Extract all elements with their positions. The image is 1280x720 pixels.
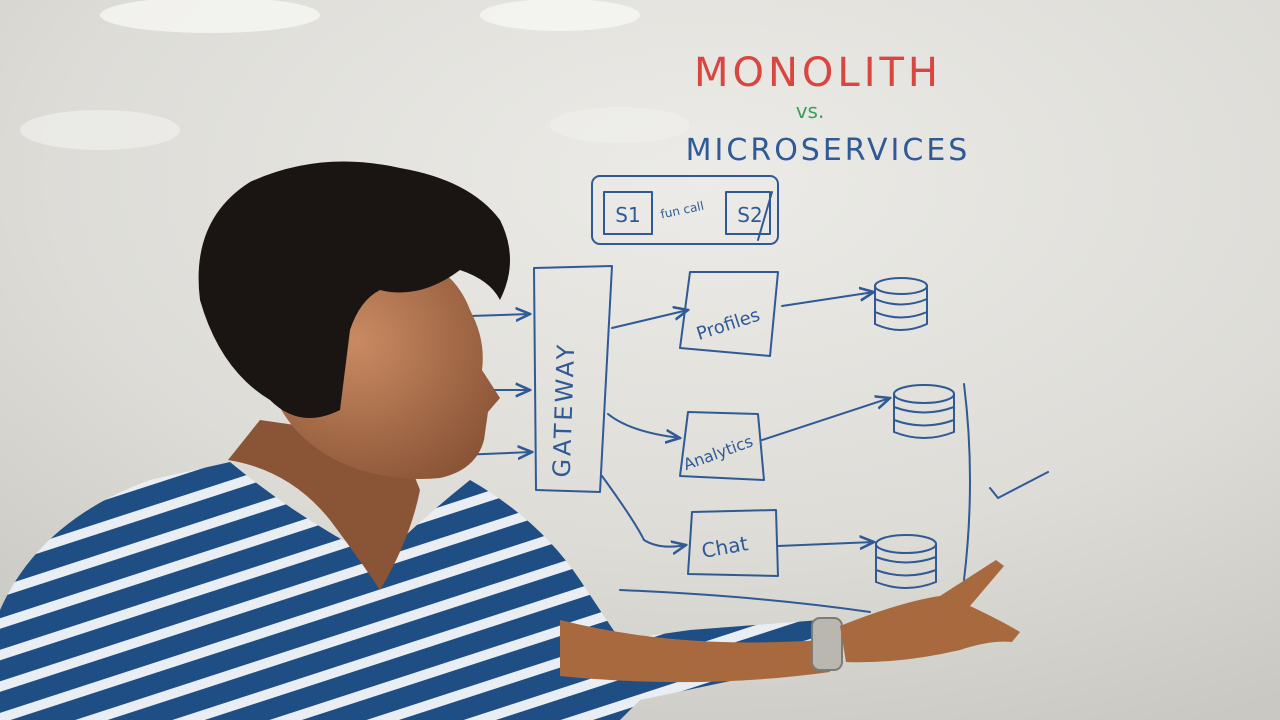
service-box-s2 [725,191,771,235]
chat-box [687,509,779,577]
database-icon [875,534,937,589]
service-label-s1: S1 [615,203,640,227]
arm [560,620,830,683]
light-reflection [100,0,320,33]
scribble-stroke [757,191,773,241]
gateway-box [533,265,613,493]
service-box-s1 [603,191,653,235]
chat-to-db-arrow [777,542,874,546]
light-reflection [20,110,180,150]
light-reflection [480,0,640,31]
bracket-line [963,383,971,581]
profiles-to-db-arrow [781,292,874,307]
hand [840,560,1020,663]
gateway-to-profiles-arrow [611,310,688,329]
analytics-box [679,411,765,481]
incoming-arrow [469,314,530,316]
checkmark-icon [989,471,1049,499]
title-monolith: MONOLITH [694,50,942,96]
database-icon [893,384,955,439]
gateway-to-analytics-arrow [607,413,680,438]
service-label-s2: S2 [737,203,762,227]
service-group-box [591,175,779,245]
light-reflection [550,107,690,143]
database-icon [874,277,928,331]
underline-stroke [619,589,871,613]
wristwatch [811,617,843,671]
presenter [0,161,1020,720]
gateway-label: GATEWAY [548,341,581,478]
profiles-box [679,271,779,357]
analytics-to-db-arrow [761,398,890,441]
title-microservices: MICROSERVICES [686,133,971,168]
title-versus: vs. [796,99,825,123]
hair [198,161,511,418]
gateway-to-chat-arrow [601,475,686,547]
